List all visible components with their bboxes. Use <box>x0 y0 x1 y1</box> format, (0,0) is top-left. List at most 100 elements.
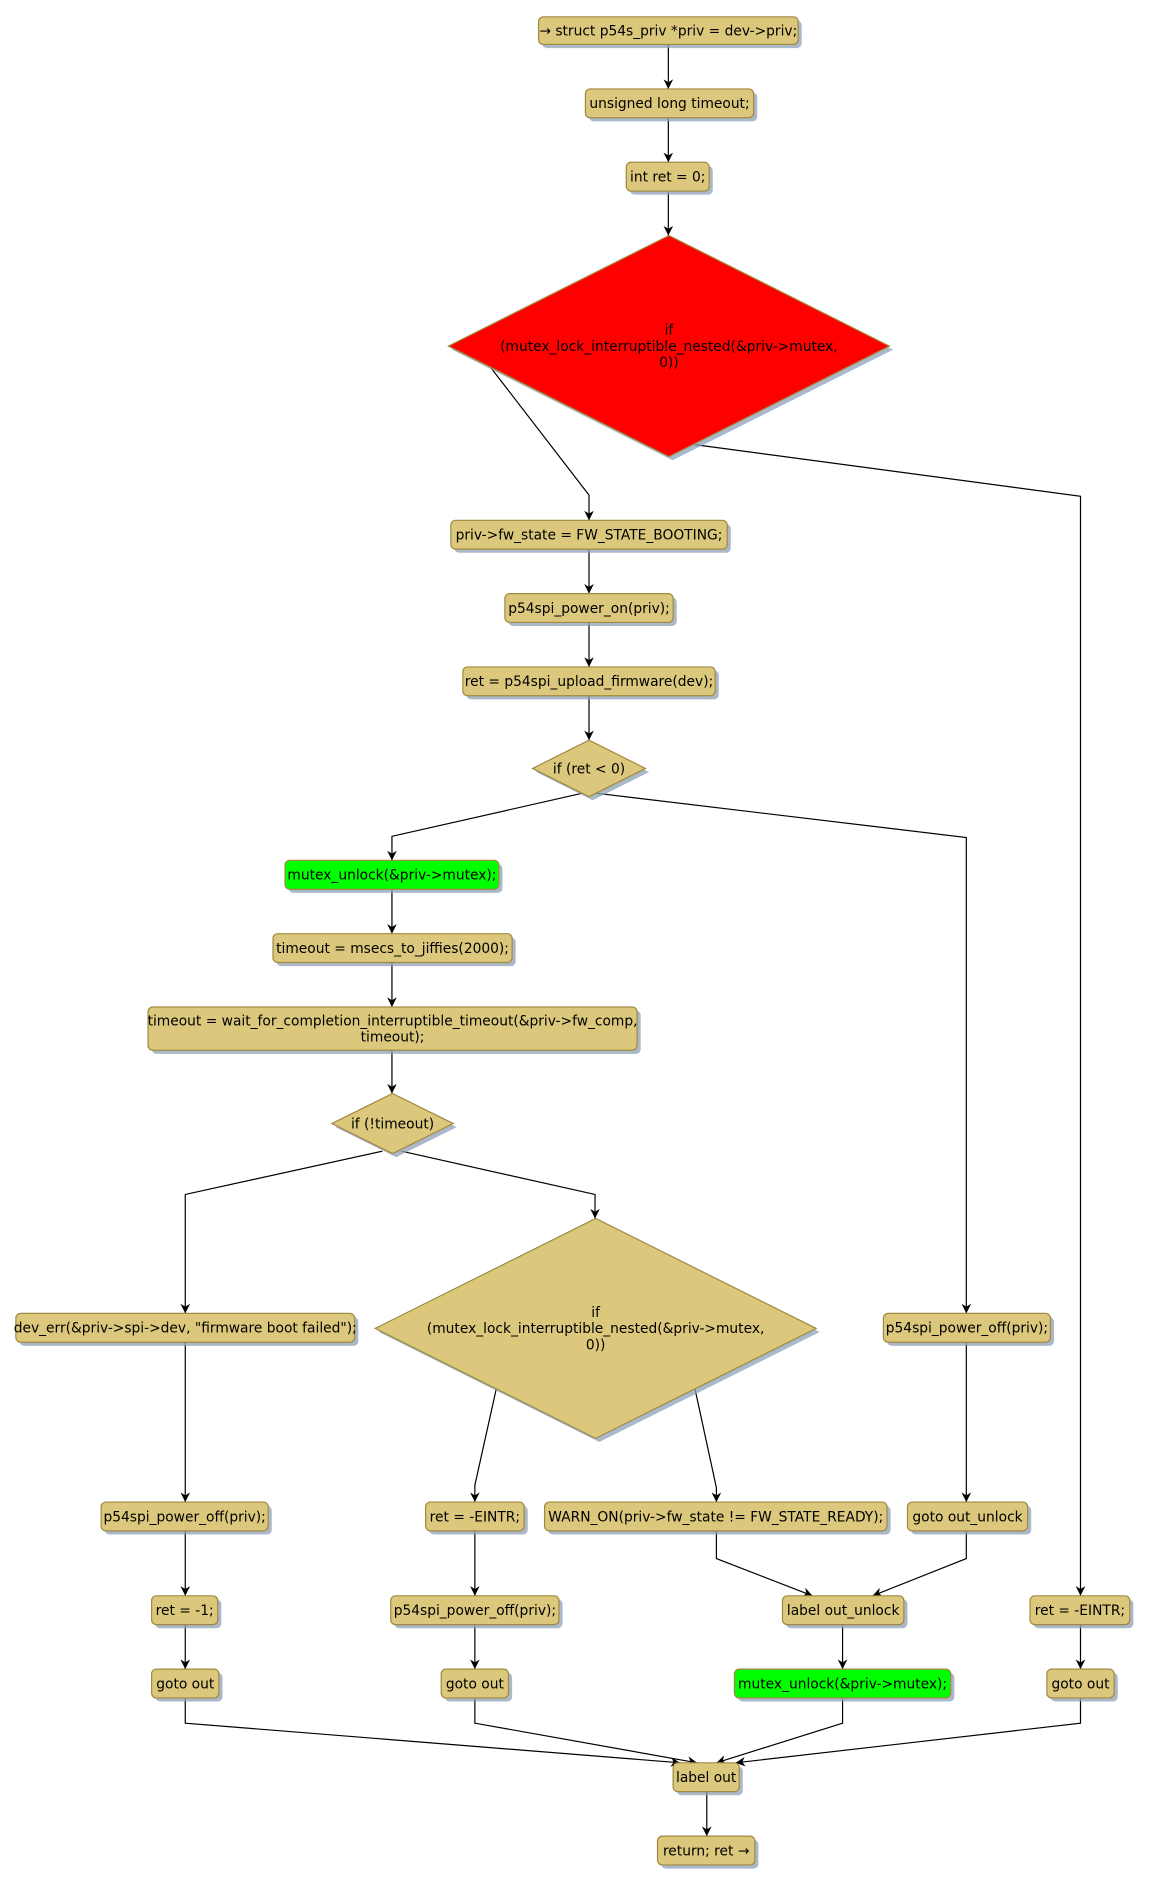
node-box <box>906 1501 1029 1532</box>
node-label: int ret = 0; <box>630 169 705 185</box>
decision-d0: if(mutex_lock_interruptible_nested(&priv… <box>447 234 894 461</box>
node-label: if (!timeout) <box>351 1116 434 1132</box>
decision-d3: if(mutex_lock_interruptible_nested(&priv… <box>373 1217 820 1442</box>
flow-arrow <box>401 1150 600 1219</box>
node-label: goto out <box>156 1676 215 1692</box>
flow-arrow <box>470 1387 498 1503</box>
node-box <box>543 1501 888 1532</box>
node-box <box>537 16 799 46</box>
step-n11: p54spi_power_off(priv); <box>100 1501 272 1535</box>
node-label: goto out <box>1051 1676 1110 1692</box>
node-label: timeout); <box>361 1030 425 1046</box>
flow-arrow <box>694 1387 722 1503</box>
node-label: return; ret → <box>663 1843 749 1859</box>
flow-arrow <box>180 1150 383 1314</box>
step-n5: ret = p54spi_upload_firmware(dev); <box>462 666 719 700</box>
node-label: label out <box>676 1770 737 1786</box>
node-label: ret = -1; <box>156 1603 214 1619</box>
node-label: ret = -EINTR; <box>430 1509 520 1525</box>
node-box <box>1046 1668 1115 1699</box>
decision-d1: if (ret < 0) <box>531 739 650 801</box>
node-label: goto out <box>446 1676 505 1692</box>
node-label: mutex_unlock(&priv->mutex); <box>738 1676 947 1692</box>
diamond-shape <box>531 739 647 798</box>
node-box <box>462 666 716 697</box>
node-box <box>151 1595 219 1626</box>
flow-arrow <box>487 363 594 521</box>
node-box <box>584 88 755 119</box>
flow-arrow <box>735 1697 1082 1767</box>
node-box <box>882 1312 1052 1343</box>
node-label: 0)) <box>586 1337 606 1353</box>
diamond-shape <box>330 1092 455 1155</box>
node-box <box>272 933 513 964</box>
step-n16: p54spi_power_off(priv); <box>390 1595 563 1629</box>
node-box <box>504 593 674 624</box>
node-label: label out_unlock <box>787 1603 900 1619</box>
node-box <box>100 1501 269 1532</box>
node-box <box>15 1312 356 1343</box>
node-label: dev_err(&priv->spi->dev, "firmware boot … <box>14 1321 357 1337</box>
node-box <box>781 1595 905 1626</box>
step-n6: mutex_unlock(&priv->mutex); <box>284 859 503 893</box>
node-box <box>390 1595 560 1626</box>
step-n1: unsigned long timeout; <box>584 88 758 122</box>
node-label: ret = p54spi_upload_firmware(dev); <box>465 674 713 690</box>
step-n21: mutex_unlock(&priv->mutex); <box>733 1668 955 1702</box>
diamond-shape <box>447 234 891 458</box>
decision-d2: if (!timeout) <box>330 1092 457 1158</box>
node-box <box>672 1762 740 1793</box>
node-box <box>151 1668 220 1699</box>
step-n18: ret = -EINTR; <box>1029 1595 1134 1629</box>
node-label: p54spi_power_on(priv); <box>508 601 670 617</box>
flow-arrow <box>474 1697 698 1766</box>
node-label: if <box>591 1305 601 1321</box>
step-n15: ret = -1; <box>151 1595 222 1629</box>
step-n13: WARN_ON(priv->fw_state != FW_STATE_READY… <box>543 1501 891 1535</box>
flow-arrow <box>716 1697 844 1765</box>
node-label: 0)) <box>659 355 679 371</box>
step-n12: ret = -EINTR; <box>424 1501 528 1535</box>
node-box <box>284 859 500 890</box>
step-n24: return; ret → <box>656 1835 759 1869</box>
node-label: (mutex_lock_interruptible_nested(&priv->… <box>427 1321 765 1337</box>
node-label: ret = -EINTR; <box>1035 1603 1125 1619</box>
step-n23: label out <box>672 1762 743 1796</box>
step-n3: priv->fw_state = FW_STATE_BOOTING; <box>450 519 731 553</box>
node-label: if <box>665 323 675 339</box>
flow-arrow <box>715 1530 813 1597</box>
node-label: (mutex_lock_interruptible_nested(&priv->… <box>500 339 838 355</box>
node-label: mutex_unlock(&priv->mutex); <box>287 868 496 884</box>
node-label: goto out_unlock <box>912 1509 1022 1525</box>
step-n10: p54spi_power_off(priv); <box>882 1312 1055 1346</box>
flow-arrow <box>184 1697 681 1767</box>
flow-arrow <box>872 1530 967 1597</box>
edges <box>180 44 1086 1837</box>
node-label: timeout = msecs_to_jiffies(2000); <box>276 941 509 957</box>
node-label: → struct p54s_priv *priv = dev->priv; <box>539 23 797 39</box>
step-n19: goto out <box>151 1668 223 1702</box>
step-n14: goto out_unlock <box>906 1501 1032 1535</box>
node-label: p54spi_power_off(priv); <box>886 1321 1048 1337</box>
step-n17: label out_unlock <box>781 1595 908 1629</box>
flow-arrow <box>594 792 972 1314</box>
step-n9: dev_err(&priv->spi->dev, "firmware boot … <box>14 1312 359 1346</box>
node-box <box>147 1006 638 1051</box>
node-box <box>450 519 728 550</box>
node-box <box>1029 1595 1131 1626</box>
node-label: if (ret < 0) <box>553 761 625 777</box>
node-label: WARN_ON(priv->fw_state != FW_STATE_READY… <box>548 1509 883 1525</box>
diamond-shape <box>373 1217 818 1440</box>
node-box <box>440 1668 510 1699</box>
node-label: priv->fw_state = FW_STATE_BOOTING; <box>456 528 723 544</box>
step-n8: timeout = wait_for_completion_interrupti… <box>147 1006 641 1054</box>
flow-arrow <box>694 444 1086 1596</box>
step-n22: goto out <box>1046 1668 1118 1702</box>
node-label: p54spi_power_off(priv); <box>394 1603 556 1619</box>
nodes: → struct p54s_priv *priv = dev->priv; uns… <box>14 16 1134 1869</box>
step-n4: p54spi_power_on(priv); <box>504 593 677 627</box>
node-box <box>424 1501 525 1532</box>
step-n0: → struct p54s_priv *priv = dev->priv; <box>537 16 802 49</box>
